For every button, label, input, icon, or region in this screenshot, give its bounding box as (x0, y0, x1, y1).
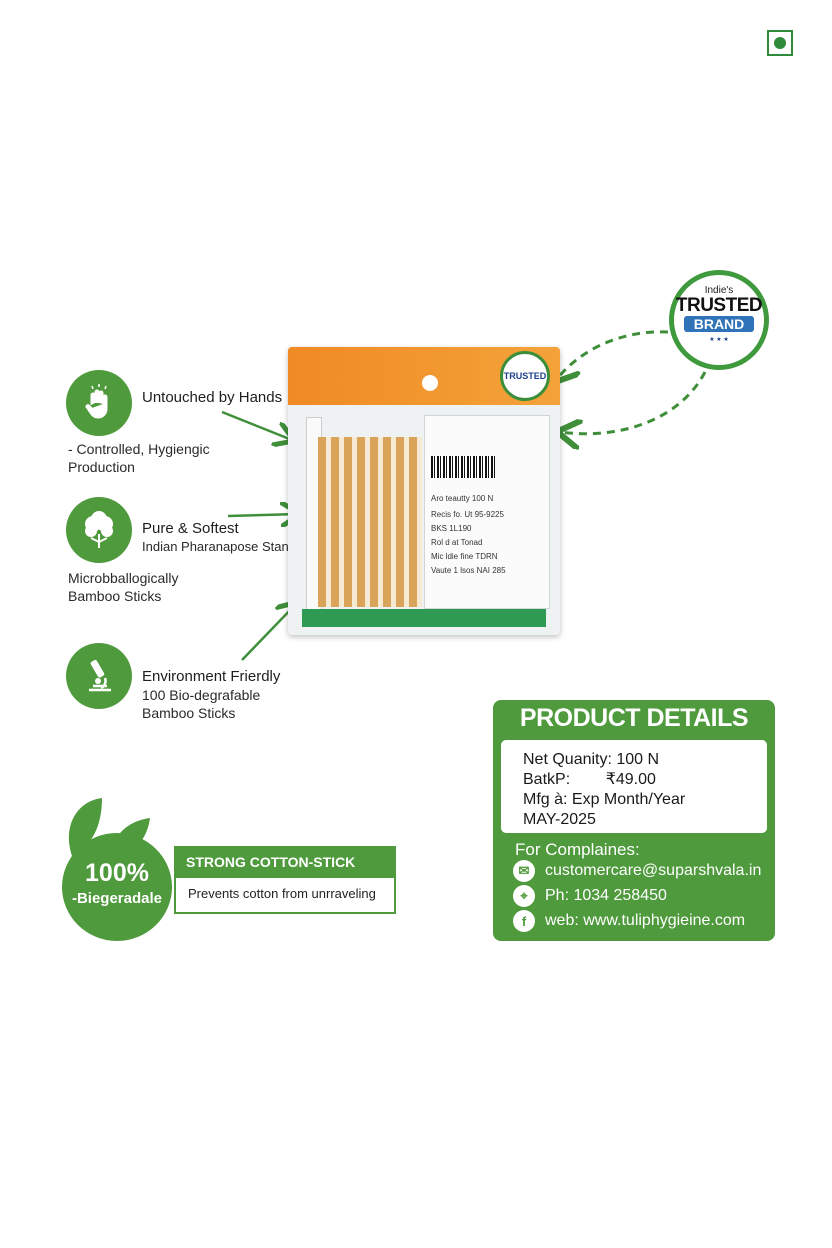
feature-softest-sub2: Bamboo Sticks (68, 588, 162, 604)
hand-icon (66, 370, 132, 436)
bio-label: -Biegeradale (71, 890, 163, 907)
mfg-exp: Mfg à: Exp Month/Year (523, 791, 686, 808)
trusted-line2: TRUSTED (675, 295, 763, 316)
trusted-stars-icon: ★ ★ ★ (709, 337, 729, 343)
feature-softest-standard: Indian Pharanapose Standards (142, 539, 322, 554)
phone-row: ⌖ Ph: 1034 258450 (513, 885, 667, 907)
cotton-icon (66, 497, 132, 563)
web-link[interactable]: web: www.tuliphygieine.com (545, 912, 746, 929)
mail-icon: ✉ (513, 860, 535, 882)
package-row: Vaute 1 lsos NAI 285 (431, 566, 506, 575)
feature-environment-sub1: 100 Bio-degrafable (142, 687, 261, 703)
package-row: BKS 1L190 (431, 524, 472, 533)
feature-softest-title: Pure & Softest (142, 520, 239, 537)
package-trusted-badge: TRUSTED (500, 351, 550, 401)
arrow-softest (227, 514, 298, 516)
feature-environment-title: Environment Frierdly (142, 668, 281, 685)
feature-untouched-sub2: Production (68, 459, 135, 475)
package-bamboo-sticks (318, 437, 422, 607)
feature-untouched-sub1: - Controlled, Hygiengic (68, 441, 210, 457)
trusted-brand-badge: Indie's TRUSTED BRAND ★ ★ ★ (669, 270, 769, 370)
package-row: Rol d at Tonad (431, 538, 483, 547)
feature-untouched-title: Untouched by Hands (142, 389, 283, 406)
trusted-line3: BRAND (684, 316, 754, 332)
bond-description: Prevents cotton from unrraveling (174, 878, 396, 914)
package-row: Mic ldie fine TDRN (431, 552, 498, 561)
veg-symbol-icon (767, 30, 793, 56)
product-package-image: TRUSTED Aro teautty 100 N Recis fo. Ut 9… (288, 347, 560, 635)
net-quantity: Net Quanity: 100 N (523, 751, 660, 768)
arrow-trusted-bottom (560, 371, 707, 434)
complaints-heading: For Complaines: (515, 840, 640, 859)
package-info-label: Aro teautty 100 N Recis fo. Ut 95-9225 B… (424, 415, 550, 609)
package-row: Aro teautty 100 N (431, 494, 494, 503)
web-row: f web: www.tuliphygieine.com (513, 910, 745, 932)
feature-environment-sub2: Bamboo Sticks (142, 705, 236, 721)
arrow-environment (241, 604, 296, 661)
package-hang-hole (422, 375, 438, 391)
trusted-line1: Indie's (704, 285, 734, 296)
package-row: Recis fo. Ut 95-9225 (431, 510, 504, 519)
facebook-icon: f (513, 910, 535, 932)
batch-price: BatkP: ₹49.00 (523, 771, 656, 788)
arrow-trusted-top (556, 330, 669, 380)
cotton-stick-bond-box: STRONG COTTON-STICK BOND Prevents cotton… (160, 846, 396, 914)
product-details-title: PRODUCT DETAILS (519, 704, 749, 732)
email-link[interactable]: customercare@suparshvala.in (545, 862, 762, 879)
location-icon: ⌖ (513, 885, 535, 907)
bio-percent: 100% (85, 859, 149, 887)
microscope-icon (66, 643, 132, 709)
package-footer (302, 609, 546, 627)
bond-title: STRONG COTTON-STICK BOND (174, 846, 396, 902)
mfg-date: MAY-2025 (523, 811, 596, 828)
product-details-card: PRODUCT DETAILS Net Quanity: 100 N BatkP… (493, 700, 775, 941)
barcode-icon (431, 456, 495, 478)
biodegradable-badge: 100% -Biegeradale (62, 833, 172, 941)
email-row: ✉ customercare@suparshvala.in (513, 860, 761, 882)
phone-number[interactable]: Ph: 1034 258450 (545, 887, 667, 904)
product-details-box: Net Quanity: 100 N BatkP: ₹49.00 Mfg à: … (501, 740, 767, 833)
feature-softest-sub1: Microbballogically (68, 570, 179, 586)
arrow-untouched (221, 410, 292, 440)
